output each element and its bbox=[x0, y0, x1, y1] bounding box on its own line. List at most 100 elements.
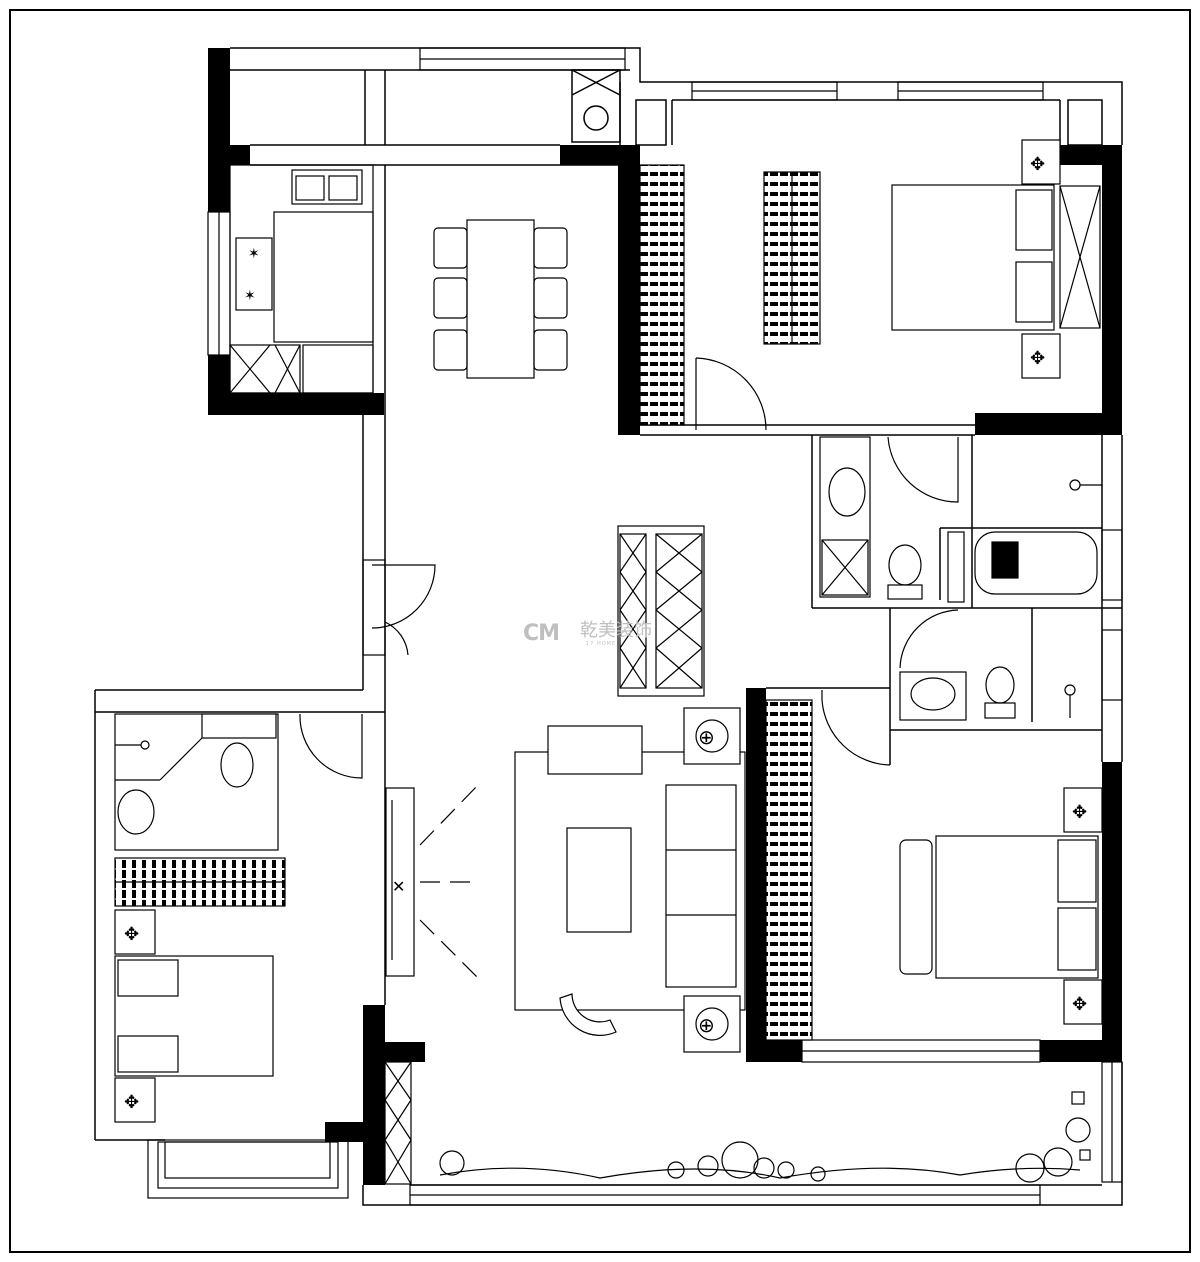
wall bbox=[618, 145, 640, 435]
toilet bbox=[985, 666, 1015, 704]
door-swing bbox=[299, 713, 363, 779]
wash-basin bbox=[828, 467, 866, 517]
vanity bbox=[899, 671, 967, 721]
window bbox=[1101, 629, 1123, 701]
window bbox=[164, 1141, 331, 1179]
svg-text:✥: ✥ bbox=[1030, 154, 1045, 175]
window bbox=[157, 1141, 339, 1189]
door-swing bbox=[695, 357, 767, 431]
svg-text:✕: ✕ bbox=[392, 877, 405, 896]
window bbox=[1101, 529, 1123, 601]
window bbox=[147, 1139, 349, 1199]
wash-basin bbox=[117, 789, 155, 835]
wall bbox=[325, 1122, 385, 1142]
shower-head bbox=[1069, 479, 1081, 491]
chair bbox=[533, 329, 568, 371]
planter bbox=[1065, 1117, 1091, 1143]
pillow bbox=[117, 1035, 179, 1073]
wash-basin bbox=[910, 677, 956, 711]
watermark-text: 乾美装饰 bbox=[580, 620, 652, 641]
chair bbox=[533, 227, 568, 269]
svg-text:✥: ✥ bbox=[1030, 348, 1045, 369]
pillow bbox=[117, 959, 179, 997]
wall bbox=[208, 48, 230, 212]
walls bbox=[208, 48, 1122, 1185]
svg-text:⊕: ⊕ bbox=[698, 725, 715, 749]
svg-text:✥: ✥ bbox=[124, 1092, 139, 1113]
frame-border bbox=[9, 9, 1191, 1253]
door-swing bbox=[887, 436, 959, 503]
window bbox=[362, 559, 386, 656]
toilet bbox=[220, 742, 254, 788]
svg-text:✥: ✥ bbox=[1072, 802, 1087, 823]
living-room: ⊕ ⊕ ✕ bbox=[371, 564, 746, 1053]
door-swing bbox=[384, 621, 409, 656]
watermark: CM 乾美装饰 17 HOME bbox=[523, 620, 652, 647]
wall bbox=[208, 393, 384, 415]
bedroom-3: ✥ ✥ bbox=[114, 713, 412, 1185]
door-swing bbox=[899, 609, 959, 669]
pillow bbox=[1015, 189, 1053, 251]
gas-stove bbox=[235, 237, 273, 311]
svg-text:✶: ✶ bbox=[248, 246, 260, 262]
chair bbox=[533, 277, 568, 319]
refrigerator bbox=[273, 211, 374, 343]
chair bbox=[433, 329, 468, 371]
wardrobe bbox=[639, 164, 685, 426]
bathtub bbox=[974, 531, 1098, 595]
pillow bbox=[1057, 907, 1097, 971]
planter bbox=[810, 1166, 826, 1182]
dining-area bbox=[433, 219, 568, 379]
bedroom-2: ✥ ✥ bbox=[765, 699, 1103, 1041]
chair bbox=[433, 227, 468, 269]
watermark-logo: CM bbox=[523, 621, 559, 646]
nightstand-lamp bbox=[114, 909, 156, 955]
planter bbox=[1043, 1147, 1073, 1177]
svg-text:✥: ✥ bbox=[124, 924, 139, 945]
coffee-table bbox=[566, 827, 632, 933]
bathroom-enclosure bbox=[114, 713, 279, 851]
kitchen-counter bbox=[229, 164, 374, 394]
wall bbox=[746, 688, 766, 1060]
vanity bbox=[201, 713, 277, 739]
ottoman bbox=[547, 725, 643, 775]
side-table bbox=[683, 707, 741, 765]
wall bbox=[746, 1040, 802, 1062]
svg-text:⊕: ⊕ bbox=[698, 1013, 715, 1037]
wall bbox=[1102, 145, 1122, 435]
planter bbox=[777, 1161, 795, 1179]
kitchen: ✶ ✶ bbox=[229, 164, 374, 394]
sofa bbox=[665, 784, 737, 988]
planter bbox=[753, 1157, 775, 1179]
kitchen-sink bbox=[291, 169, 363, 205]
toilet bbox=[888, 544, 922, 586]
armchair bbox=[559, 993, 617, 1036]
shower-head bbox=[1064, 684, 1076, 696]
master-bathroom bbox=[819, 436, 1102, 766]
door-swing bbox=[821, 690, 891, 766]
side-table bbox=[683, 995, 741, 1053]
door-swing bbox=[371, 564, 436, 629]
nightstand-lamp bbox=[114, 1077, 156, 1123]
planter bbox=[1015, 1153, 1045, 1183]
wall bbox=[1102, 762, 1122, 1062]
nightstand-lamp bbox=[1021, 139, 1061, 185]
dining-table bbox=[466, 219, 535, 379]
planter bbox=[721, 1141, 759, 1179]
wall bbox=[975, 413, 1122, 435]
storage-cabinet bbox=[617, 525, 705, 697]
pillow bbox=[1015, 261, 1053, 323]
wall bbox=[363, 1005, 385, 1185]
vanity bbox=[819, 436, 871, 598]
shower-head bbox=[140, 740, 150, 750]
wardrobe bbox=[765, 699, 813, 1041]
nightstand-lamp bbox=[1063, 787, 1103, 833]
tv-console bbox=[385, 787, 415, 977]
bedroom-1: ✥ ✥ bbox=[639, 139, 1101, 431]
bench bbox=[899, 839, 933, 975]
planter bbox=[667, 1161, 685, 1179]
wall bbox=[385, 1042, 425, 1062]
svg-text:✥: ✥ bbox=[1072, 994, 1087, 1015]
chair bbox=[433, 277, 468, 319]
